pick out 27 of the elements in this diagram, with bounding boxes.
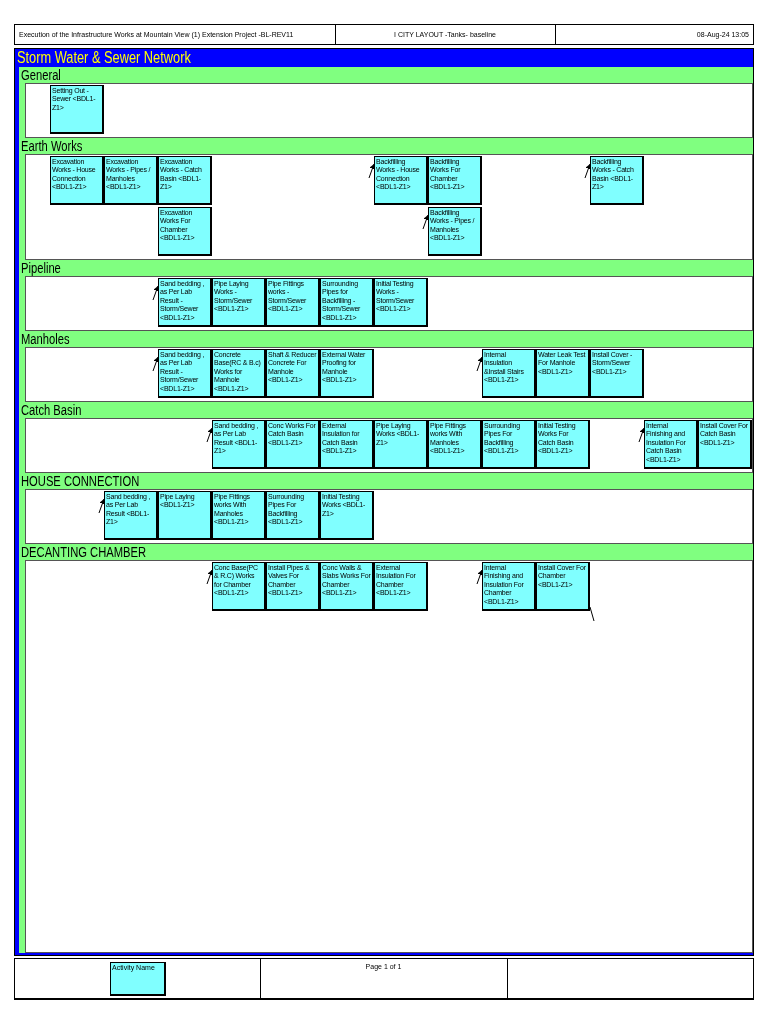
arrow [206, 427, 214, 443]
arrow [368, 163, 376, 179]
arrow [584, 163, 592, 179]
section-heading: HOUSE CONNECTION [21, 473, 140, 489]
section-band [19, 138, 753, 260]
section-heading: DECANTING CHAMBER [21, 544, 147, 560]
section-heading: Pipeline [21, 260, 61, 276]
section-band [19, 544, 753, 953]
project-band [14, 48, 754, 956]
arrow [152, 356, 160, 372]
section-band [19, 473, 753, 544]
section-heading: General [21, 67, 61, 83]
arrow [206, 569, 214, 585]
arrow [476, 569, 484, 585]
section-heading: Manholes [21, 331, 70, 347]
section-heading: Catch Basin [21, 402, 82, 418]
section-band [19, 331, 753, 402]
section-heading: Earth Works [21, 138, 83, 154]
project-title: Storm Water & Sewer Network [17, 49, 191, 67]
arrow [476, 356, 484, 372]
section-band [19, 402, 753, 473]
arrow [152, 285, 160, 301]
section-band [19, 67, 753, 138]
arrow [638, 427, 646, 443]
arrow [422, 214, 430, 230]
arrow [98, 498, 106, 514]
section-band [19, 260, 753, 331]
